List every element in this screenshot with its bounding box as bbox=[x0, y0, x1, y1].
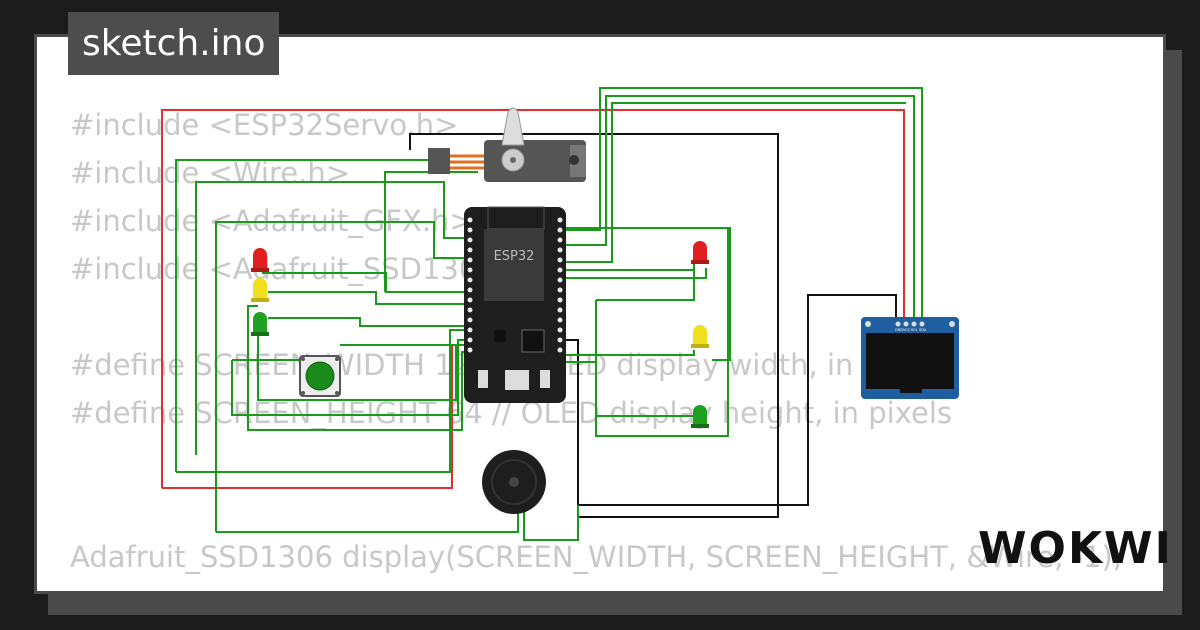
wire-black bbox=[409, 133, 779, 518]
servo-icon[interactable] bbox=[428, 107, 586, 182]
wire-green bbox=[566, 264, 695, 271]
esp32-pins-right bbox=[557, 217, 563, 353]
wire-green bbox=[262, 272, 470, 293]
wire-green bbox=[268, 291, 470, 305]
file-name-badge[interactable]: sketch.ino bbox=[68, 12, 280, 75]
wire-black bbox=[578, 294, 897, 506]
led-green-icon[interactable] bbox=[691, 405, 709, 428]
wire-green bbox=[596, 415, 695, 428]
wire-green bbox=[596, 270, 695, 301]
wire-green bbox=[566, 87, 923, 320]
oled-screen bbox=[866, 333, 954, 389]
wire-green bbox=[257, 330, 457, 401]
usb-port bbox=[505, 370, 529, 390]
wire-green bbox=[566, 268, 707, 279]
wire-green bbox=[215, 221, 470, 532]
code-line: Adafruit_SSD1306 display(SCREEN_WIDTH, S… bbox=[70, 540, 1123, 574]
oled-pin-label: SDA bbox=[919, 328, 927, 332]
esp32-pins-left bbox=[467, 217, 473, 353]
wire-green bbox=[268, 317, 470, 327]
servo-horn bbox=[501, 107, 525, 146]
wire-green bbox=[195, 181, 470, 455]
wire-green bbox=[595, 228, 729, 437]
led-green-icon[interactable] bbox=[251, 312, 269, 336]
oled-pin-label: VCC bbox=[903, 328, 911, 332]
wire-green bbox=[175, 159, 430, 472]
wire-green bbox=[216, 512, 519, 533]
wire-green bbox=[566, 95, 915, 320]
esp32-module bbox=[484, 229, 544, 301]
push-button-icon[interactable] bbox=[299, 355, 341, 397]
wires bbox=[161, 87, 923, 541]
servo-connector bbox=[428, 148, 450, 174]
servo-cable bbox=[450, 154, 490, 170]
led-yellow-icon[interactable] bbox=[251, 278, 269, 302]
wire-green bbox=[231, 339, 470, 416]
code-line: #include <ESP32Servo.h> bbox=[70, 108, 459, 142]
wire-green bbox=[247, 305, 470, 431]
wokwi-logo-icon: WOKWI bbox=[978, 523, 1173, 574]
wire-green bbox=[523, 505, 579, 541]
oled-pin-label: GND bbox=[895, 328, 903, 332]
buzzer-icon[interactable] bbox=[482, 450, 546, 514]
led-red-icon[interactable] bbox=[691, 241, 709, 264]
wire-green bbox=[566, 350, 695, 356]
led-yellow-icon[interactable] bbox=[691, 325, 709, 348]
esp32-label: ESP32 bbox=[494, 249, 535, 264]
led-red-icon[interactable] bbox=[251, 248, 269, 272]
oled-pin-label: SCL bbox=[911, 328, 918, 332]
wire-green bbox=[566, 102, 906, 263]
oled-display-icon[interactable]: GND VCC SCL SDA bbox=[861, 317, 959, 399]
wire-green bbox=[566, 227, 731, 361]
wire-red bbox=[161, 109, 905, 488]
esp32-board-icon[interactable]: ESP32 bbox=[464, 206, 566, 403]
